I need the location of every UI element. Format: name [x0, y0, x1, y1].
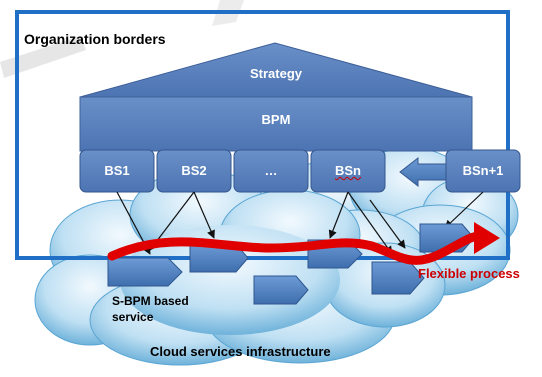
sbpm-service-label-line1: S-BPM based: [112, 294, 189, 308]
sbpm-service-label-line2: service: [112, 310, 154, 324]
organization-border: [15, 10, 510, 260]
flexible-process-arrow: [107, 222, 500, 265]
bsn-plus-1-blue-arrow: [399, 156, 447, 188]
flexible-process-label: Flexible process: [418, 266, 520, 281]
bs-ellipsis-label: …: [264, 163, 278, 178]
strategy-label: Strategy: [249, 66, 303, 81]
bpm-label: BPM: [261, 112, 291, 127]
cloud-services-infrastructure-label: Cloud services infrastructure: [150, 344, 331, 359]
bpm-body: [79, 96, 473, 152]
bs1-label: BS1: [104, 163, 130, 178]
organization-borders-label: Organization borders: [24, 31, 166, 47]
bsn-plus-1-label: BSn+1: [462, 163, 504, 178]
bs-ellipsis-box: [233, 149, 309, 193]
service-connectors: [116, 191, 484, 255]
bsn-label: BSn: [335, 163, 361, 178]
bs2-label: BS2: [181, 163, 207, 178]
business-services: [79, 149, 521, 193]
